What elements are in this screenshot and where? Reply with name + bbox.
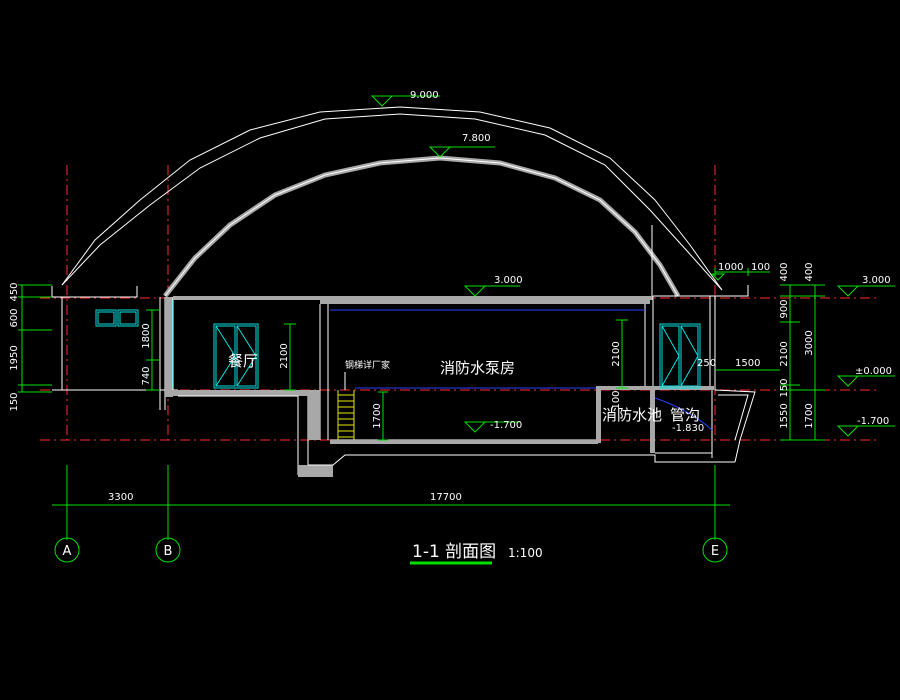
windows-doors [95,300,701,389]
dim-stair-1700: 1700 [372,403,383,428]
window-left-1 [95,309,117,327]
dim-door-right-2100: 2100 [611,341,622,366]
axis-label-b: B [164,544,173,559]
axis-label-e: E [711,544,719,559]
drawing-title: 1-1 剖面图 [412,542,496,562]
room-label-dining: 餐厅 [228,352,258,370]
elev-text-right-1700: -1.700 [857,416,889,427]
elev-mark-right-1700 [836,425,860,437]
dim-pool-100: 100 [611,390,622,409]
dim-window-1800: 1800 [141,323,152,348]
axis-bubble-a [54,537,80,563]
dim-right-outer-1700: 1700 [804,403,815,428]
dim-wall-250: 250 [697,358,716,369]
dim-right-inner-2100: 2100 [779,341,790,366]
dim-door-left-2100: 2100 [279,343,290,368]
ladder-note: 钢梯详厂家 [345,359,390,371]
elev-text-right-3000: 3.000 [862,275,891,286]
axis-bubble-b [155,537,181,563]
room-label-pool: 消防水池 [602,406,662,424]
dome-outer [61,106,723,291]
elev-text-3000: 3.000 [494,275,523,286]
dim-sill-740: 740 [141,366,152,385]
dim-parapet-1000: 1000 [718,262,743,273]
door-dining [213,323,259,389]
dim-span-be: 17700 [430,492,462,503]
dome-inner [163,155,681,298]
dim-left-600: 600 [9,308,20,327]
elev-mark-3000 [463,285,487,297]
room-label-pump: 消防水泵房 [440,359,515,377]
building-section [51,285,756,477]
room-label-trench: 管沟 [670,406,700,424]
axis-bubble-e [702,537,728,563]
elev-text-1830: -1.830 [672,423,704,434]
axis-bubbles [54,537,728,563]
dim-right-inner-150: 150 [779,378,790,397]
elev-text-7800: 7.800 [462,133,491,144]
elev-mark-right-0 [836,375,860,387]
dim-right-inner-900: 900 [779,299,790,318]
elev-mark-right-3000 [836,285,860,297]
dimension-lines [18,95,895,565]
blue-guide-lines [330,309,713,431]
dim-right-outer-400: 400 [804,262,815,281]
elev-text-9000: 9.000 [410,90,439,101]
elev-text-1700: -1.700 [490,420,522,431]
dim-span-ab: 3300 [108,492,133,503]
dim-left-1950: 1950 [9,345,20,370]
axis-label-a: A [63,544,72,559]
dim-right-inner-1550: 1550 [779,403,790,428]
elev-mark-9000 [370,95,394,107]
dim-right-inner-400: 400 [779,262,790,281]
window-left-2 [117,309,139,327]
drawing-scale: 1:100 [508,546,543,560]
dim-right-outer-3000: 3000 [804,330,815,355]
dim-parapet-100: 100 [751,262,770,273]
steel-ladder [337,390,355,440]
elev-mark-1700 [463,421,487,433]
elev-text-right-0: ±0.000 [855,366,892,377]
door-right [659,323,701,389]
dim-overhang-1500: 1500 [735,358,760,369]
dim-left-450: 450 [9,282,20,301]
dim-left-150: 150 [9,392,20,411]
